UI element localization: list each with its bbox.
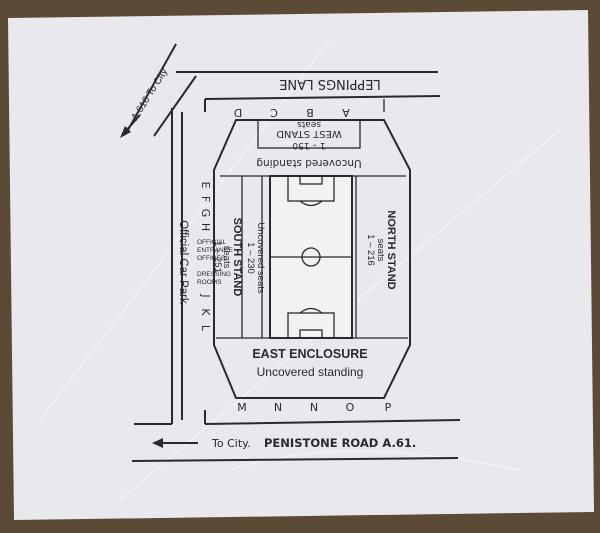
- east-uncovered-standing: Uncovered standing: [257, 365, 364, 379]
- left-gates: E F G H J K L: [199, 182, 212, 332]
- gate-label: H: [199, 223, 212, 231]
- west-stand-label: WEST STAND: [276, 128, 342, 139]
- leppings-lane-label: LEPPINGS LANE: [279, 76, 381, 91]
- gate-label: O: [346, 401, 355, 414]
- west-stand-box: [257, 119, 361, 149]
- south-stand-range: 1 – 251: [212, 241, 223, 273]
- east-enclosure-label: EAST ENCLOSURE: [252, 347, 367, 361]
- gate-label: P: [385, 401, 392, 414]
- penistone-road-label: PENISTONE ROAD A.61.: [264, 436, 416, 450]
- gate-label: J: [199, 293, 212, 297]
- arrow-diagonal-icon: [120, 114, 141, 138]
- gate-label: N: [274, 401, 282, 414]
- leppings-lane-line: [204, 95, 441, 100]
- gate-label: E: [199, 182, 212, 189]
- gate-label: M: [237, 401, 247, 414]
- offices-label-line: ENTRANCE: [197, 247, 233, 254]
- north-stand-range: 1 – 216: [365, 234, 376, 266]
- west-stand-range: 1 – 150: [292, 140, 325, 150]
- paper-crease: [39, 39, 331, 421]
- to-city-label: To City.: [211, 437, 251, 450]
- gate-label: N: [310, 401, 318, 414]
- gate-label: A: [342, 106, 350, 119]
- gate-label: L: [199, 325, 212, 332]
- offices-label-line: OFFICIAL: [197, 239, 227, 246]
- a616-road-line: [153, 75, 197, 137]
- north-stand-label: NORTH STAND: [385, 210, 397, 289]
- arrow-left-icon: [152, 438, 198, 448]
- penistone-road-line: [131, 457, 459, 462]
- gate-label: C: [270, 106, 278, 119]
- gate-label: B: [306, 106, 314, 119]
- car-park-label: Official Car Park: [177, 220, 189, 304]
- gate-label: D: [234, 106, 242, 119]
- north-stand-seats: seats: [375, 239, 386, 262]
- gate-label: G: [199, 209, 212, 218]
- west-stand-seats: seats: [297, 119, 321, 129]
- ground-outline: [213, 119, 411, 399]
- penistone-road-line: [204, 419, 461, 425]
- a616-road-line: [127, 43, 177, 131]
- offices-label-line: DRESSING: [197, 271, 231, 278]
- bottom-gates: M N N O P: [237, 401, 391, 414]
- top-gates: D C B A: [234, 106, 350, 119]
- offices-label-line: ROOMS: [197, 279, 222, 286]
- gate-label: F: [199, 196, 212, 202]
- offices-labels: OFFICIAL ENTRANCE OFFICES DRESSING ROOMS: [197, 239, 233, 286]
- gate-label: K: [199, 308, 212, 316]
- west-uncovered-standing: Uncovered standing: [256, 157, 361, 169]
- uncovered-seats-label: Uncovered seats: [255, 222, 266, 294]
- offices-label-line: OFFICES: [197, 255, 226, 262]
- uncovered-seats-range: 1 – 230: [245, 242, 256, 274]
- south-stand-label: SOUTH STAND: [231, 218, 243, 297]
- south-stand-seats: seats: [221, 246, 232, 269]
- football-pitch-icon: [269, 175, 353, 339]
